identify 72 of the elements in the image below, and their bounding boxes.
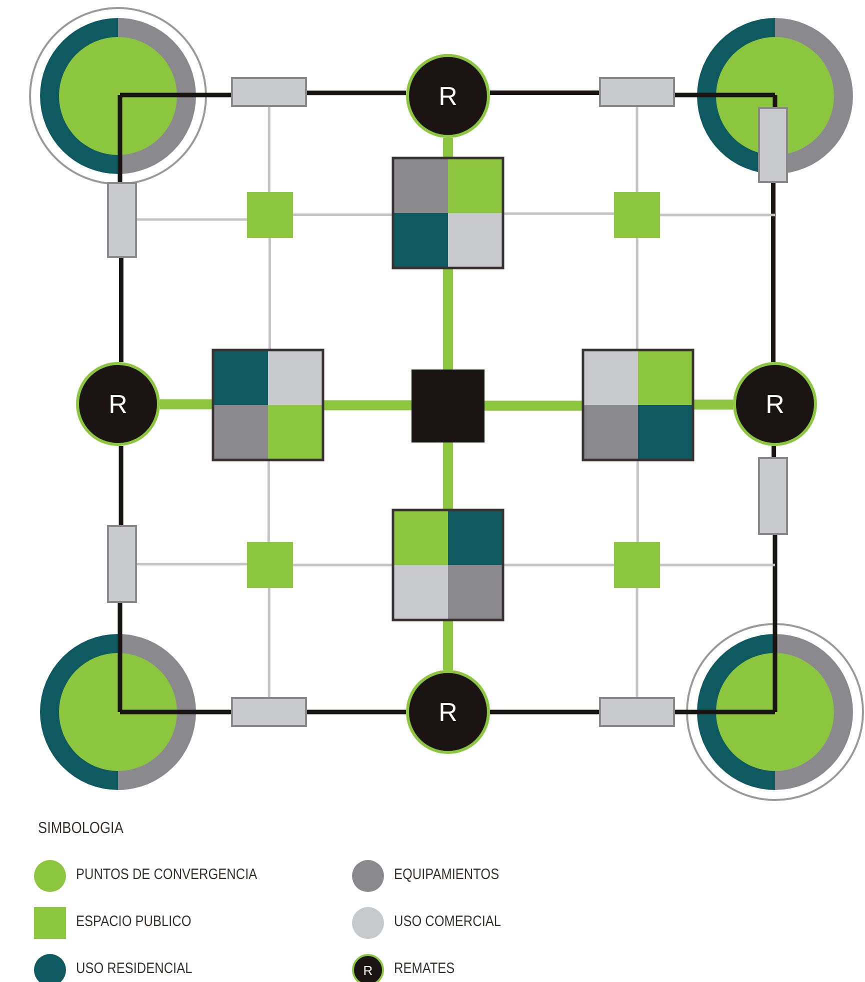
legend-label: USO RESIDENCIAL [76,960,192,977]
grid-line [636,460,639,542]
access-bar [107,182,137,258]
legend-label: PUNTOS DE CONVERGENCIA [76,866,258,883]
grid-line [136,562,247,566]
access-bar [599,697,675,727]
axis-line [323,400,412,410]
perimeter-line [490,90,600,96]
convergence-point [29,7,207,185]
public-space-square [247,542,293,588]
grid-line [268,588,270,698]
grid-line [660,214,775,216]
access-bar [758,457,788,535]
perimeter-line [772,446,776,458]
grid-line [636,588,638,698]
convergence-point [686,623,864,801]
perimeter-line [118,95,122,183]
grid-line [293,214,393,216]
perimeter-line [118,446,124,526]
center-square [412,370,484,442]
access-bar [758,107,788,183]
perimeter-line [771,182,776,362]
grid-line [268,238,271,350]
convergence-point [40,634,196,790]
axis-line [693,400,733,410]
perimeter-line [120,92,232,98]
axis-line [443,138,453,158]
grid-line [503,212,614,215]
public-space-square [247,192,293,238]
remate-letter: R [108,391,128,417]
perimeter-line [120,710,232,714]
grid-line [660,564,775,566]
perimeter-line [772,95,778,108]
grid-line [136,218,247,221]
grid-line [293,564,393,566]
access-bar [231,77,307,107]
mixed-use-block [392,156,504,270]
perimeter-line [772,534,778,712]
legend-label: USO COMERCIAL [394,913,501,930]
grid-line [636,106,638,192]
perimeter-line [118,257,124,362]
mixed-use-block [582,348,694,462]
perimeter-line [306,710,406,714]
public-space-square [614,192,660,238]
remate-icon: R [352,954,384,982]
grid-line [636,238,638,350]
perimeter-line [118,602,122,712]
axis-line [443,620,453,670]
axis-line [443,442,453,510]
legend-label: EQUIPAMIENTOS [394,866,500,883]
perimeter-line [490,710,600,714]
grid-line [267,460,270,542]
grid-line [503,564,614,566]
axis-line [484,400,583,411]
public-space-square [614,542,660,588]
remate-letter: R [766,391,784,417]
grid-line [268,106,270,192]
remate-letter: R [438,83,458,109]
access-bar [107,525,137,603]
access-bar [599,77,675,107]
access-bar [231,697,307,727]
legend-heading: SIMBOLOGIA [38,820,124,838]
legend-label: ESPACIO PUBLICO [76,913,192,930]
perimeter-line [306,90,406,96]
legend-label: REMATES [394,960,455,977]
perimeter-line [674,92,775,98]
perimeter-line [674,710,775,714]
remate-letter: R [438,699,458,725]
axis-line [160,399,213,410]
mixed-use-block [392,508,504,622]
mixed-use-block [212,348,324,462]
axis-line [443,268,453,370]
